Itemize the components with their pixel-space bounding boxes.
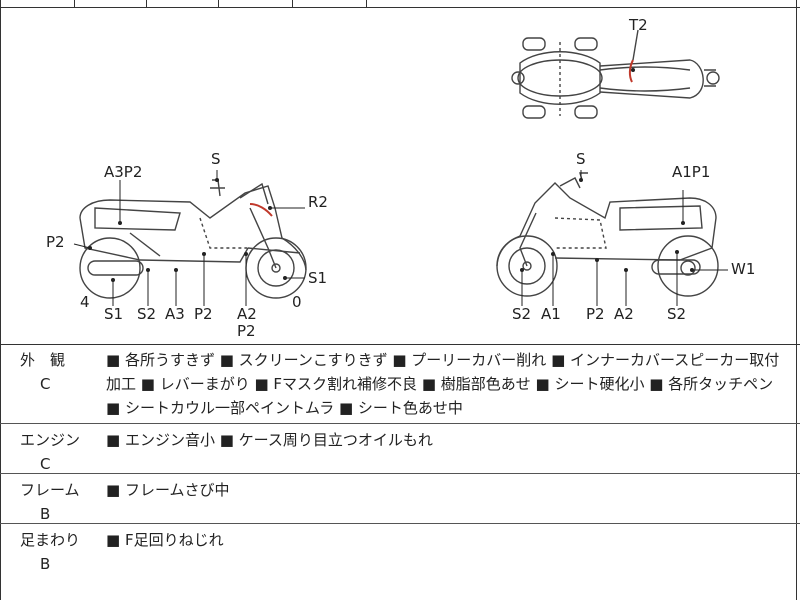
label-right-s-top: S [576, 150, 586, 168]
label-left-4: 4 [80, 293, 90, 311]
right-view-scooter [496, 172, 719, 297]
label-left-a2: A2 [237, 305, 257, 323]
category-name: 外 観 [20, 351, 66, 369]
category-grade: C [40, 375, 51, 393]
category-name: フレーム [20, 481, 80, 499]
category-name: 足まわり [20, 531, 81, 549]
top-damage-mark [628, 59, 634, 83]
condition-row-exterior: 外 観 C ■ 各所うすきず ■ スクリーンこすりきず ■ プーリーカバー削れ … [0, 344, 800, 424]
label-right-w1: W1 [731, 260, 755, 278]
category-name: エンジン [20, 431, 81, 449]
label-left-p2: P2 [46, 233, 65, 251]
condition-notes: ■ エンジン音小 ■ ケース周り目立つオイルもれ [106, 431, 433, 449]
condition-category: エンジン C [20, 428, 90, 476]
label-left-s2: S2 [137, 305, 156, 323]
condition-category: 足まわり B [20, 528, 90, 576]
left-damage-mark [249, 203, 273, 217]
condition-row-engine: エンジン C ■ エンジン音小 ■ ケース周り目立つオイルもれ [0, 424, 800, 474]
condition-category: フレーム B [20, 478, 90, 526]
label-right-s2-rear: S2 [667, 305, 686, 323]
label-left-a3p2: A3P2 [104, 163, 142, 181]
condition-notes: ■ フレームさび中 [106, 481, 230, 499]
condition-row-frame: フレーム B ■ フレームさび中 [0, 474, 800, 524]
category-grade: B [40, 555, 51, 573]
condition-category: 外 観 C [20, 348, 90, 396]
category-grade: C [40, 455, 51, 473]
label-left-s1: S1 [104, 305, 123, 323]
condition-notes: ■ F足回りねじれ [106, 531, 224, 549]
damage-diagram: T2 S A3P2 R2 P2 S1 4 S1 S2 A3 P2 A2 P2 0… [0, 8, 800, 345]
label-right-a1: A1 [541, 305, 561, 323]
label-right-p2: P2 [586, 305, 605, 323]
top-view-scooter [511, 37, 720, 119]
motorcycle-diagrams: T2 S A3P2 R2 P2 S1 4 S1 S2 A3 P2 A2 P2 0… [46, 16, 755, 340]
label-left-0: 0 [292, 293, 302, 311]
label-top-t2: T2 [628, 16, 648, 34]
condition-row-suspension: 足まわり B ■ F足回りねじれ [0, 524, 800, 600]
label-right-a2: A2 [614, 305, 634, 323]
label-right-s2: S2 [512, 305, 531, 323]
left-view-scooter [79, 179, 307, 299]
category-grade: B [40, 505, 51, 523]
header-table-edge [0, 0, 800, 8]
condition-notes: ■ 各所うすきず ■ スクリーンこすりきず ■ プーリーカバー削れ ■ インナー… [106, 351, 780, 417]
label-left-p2-under: P2 [237, 322, 256, 340]
label-right-a1p1: A1P1 [672, 163, 710, 181]
label-left-r2: R2 [308, 193, 328, 211]
label-left-a3: A3 [165, 305, 185, 323]
label-left-s-top: S [211, 150, 221, 168]
label-left-s1-right: S1 [308, 269, 327, 287]
label-left-p2-bottom: P2 [194, 305, 213, 323]
